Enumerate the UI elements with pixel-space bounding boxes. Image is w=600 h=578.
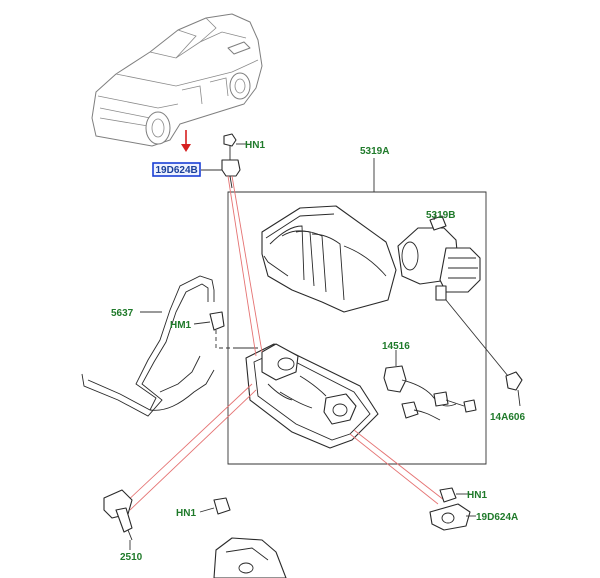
callout-2510[interactable]: 2510 (120, 552, 143, 563)
part-5319b-compressor[interactable] (397, 211, 481, 301)
callout-hm1[interactable]: HM1 (170, 320, 192, 331)
callout-19d624b[interactable]: 19D624B (156, 165, 198, 176)
callout-14a606[interactable]: 14A606 (490, 412, 525, 423)
hm1-connector[interactable] (193, 311, 258, 349)
callout-5319b[interactable]: 5319B (426, 210, 455, 221)
callout-5637[interactable]: 5637 (111, 308, 134, 319)
part-2510-valve[interactable] (103, 489, 133, 550)
part-14a606-sensor[interactable] (505, 371, 523, 407)
callout-14516[interactable]: 14516 (382, 341, 410, 352)
part-5637-air-pipe[interactable] (81, 275, 215, 417)
part-19d624a-sensor[interactable] (429, 487, 476, 531)
part-14516-harness[interactable] (383, 350, 477, 421)
compressor-mounting-tray (245, 343, 379, 449)
pointer-arrow-icon (181, 130, 191, 152)
callout-5319a[interactable]: 5319A (360, 146, 389, 157)
vehicle-illustration (91, 13, 263, 147)
selected-callout-19d624b[interactable]: 19D624B (152, 162, 201, 177)
callout-hn1-bottom-right[interactable]: HN1 (467, 490, 487, 501)
callout-hn1-bottom-left[interactable]: HN1 (176, 508, 196, 519)
callout-19d624a[interactable]: 19D624A (476, 512, 518, 523)
reference-lines (123, 175, 445, 511)
lower-bracket (213, 537, 287, 578)
hn1-nut-bottom[interactable] (199, 497, 231, 515)
part-19d624b-sensor[interactable] (201, 133, 246, 189)
compressor-cover (261, 205, 397, 313)
assembly-frame-5319a (227, 158, 487, 465)
callout-hn1-top[interactable]: HN1 (245, 140, 265, 151)
